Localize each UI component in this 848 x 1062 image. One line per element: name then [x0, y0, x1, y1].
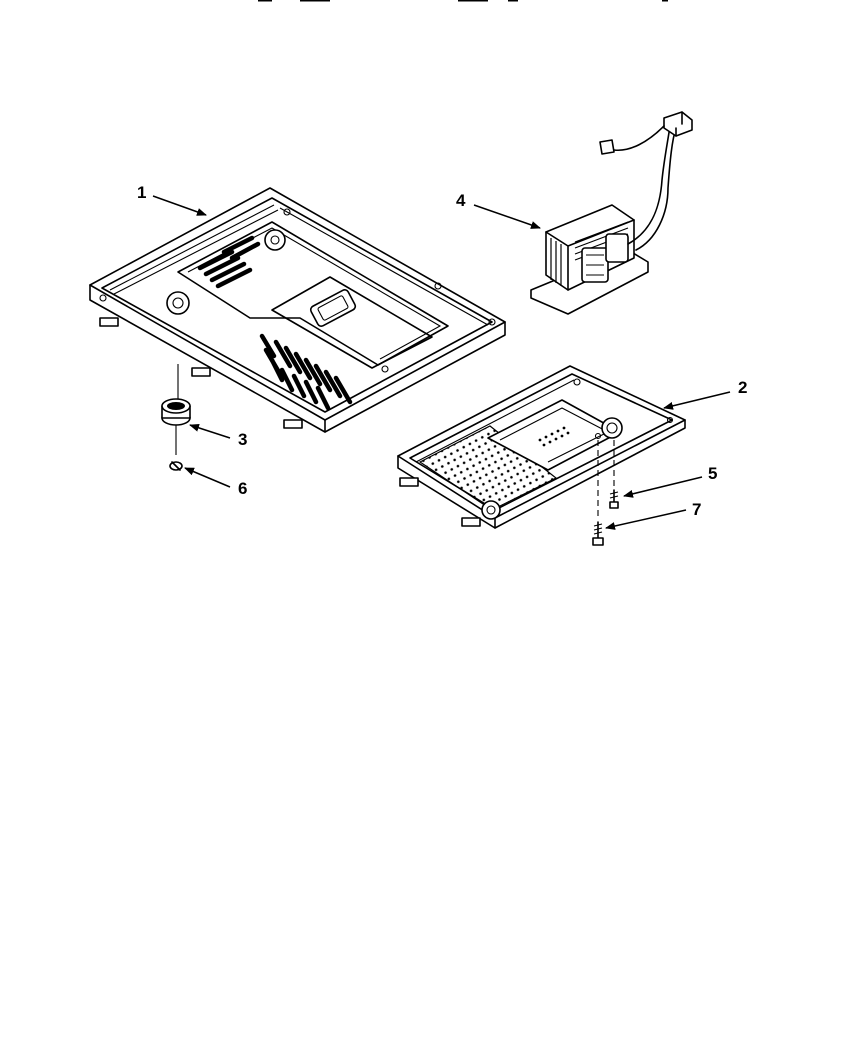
control-plate — [397, 365, 686, 529]
callout-1: 1 — [137, 183, 146, 202]
screw-7 — [592, 521, 604, 546]
callout-6: 6 — [238, 479, 247, 498]
callout-7: 7 — [692, 500, 701, 519]
callout-5: 5 — [708, 464, 717, 483]
callout-3: 3 — [238, 430, 247, 449]
screw-5 — [609, 489, 619, 509]
foot — [161, 398, 191, 455]
callout-4: 4 — [456, 191, 466, 210]
base-pan — [89, 187, 506, 433]
callout-2: 2 — [738, 378, 747, 397]
leader-arrows — [152, 195, 731, 530]
screw-6 — [169, 461, 183, 471]
transformer — [530, 111, 693, 315]
